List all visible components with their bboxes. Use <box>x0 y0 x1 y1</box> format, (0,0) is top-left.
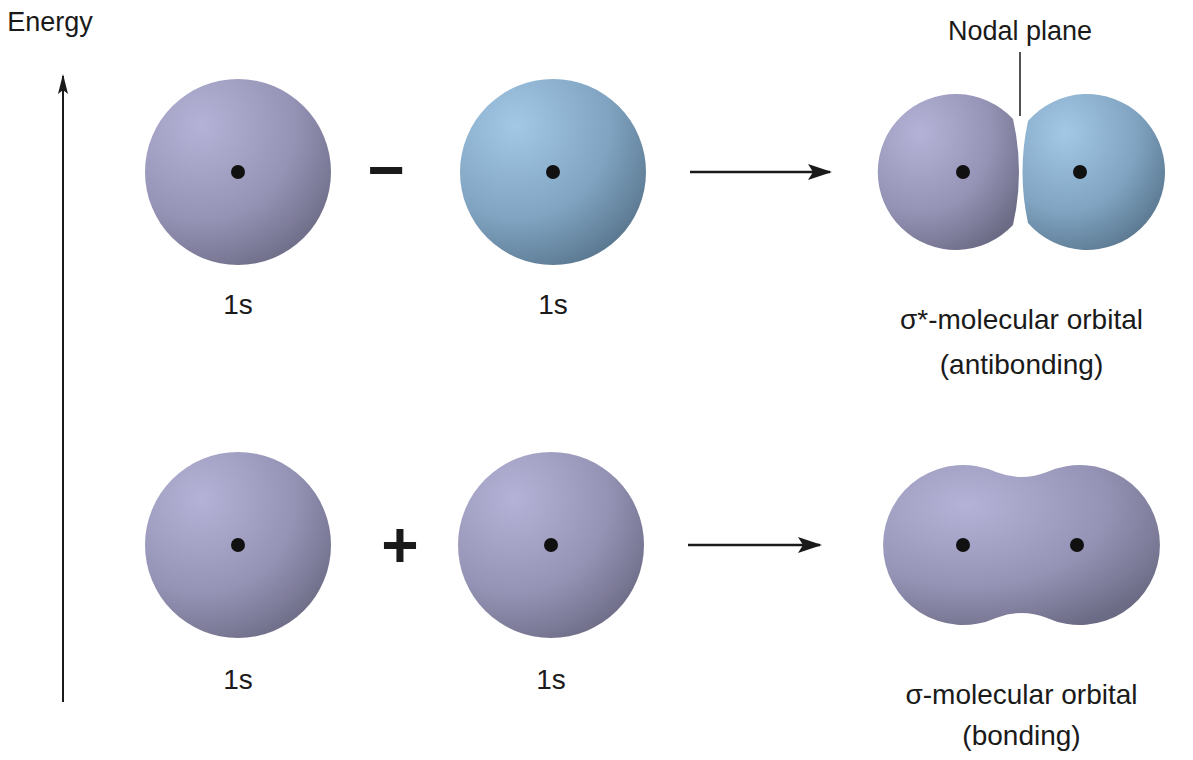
s-orbital <box>145 452 331 638</box>
leader-line <box>1019 52 1021 116</box>
nucleus-dot <box>231 538 245 552</box>
atomic-orbital: 1s <box>145 79 331 265</box>
operator-sign: + <box>381 513 418 577</box>
bonding-orbital: σ-molecular orbital(bonding) <box>866 465 1177 625</box>
orbital-label: 1s <box>536 663 566 697</box>
nucleus-dot <box>956 165 970 179</box>
nucleus-dot <box>1073 165 1087 179</box>
s-orbital <box>458 452 644 638</box>
antibonding-lobe <box>1023 94 1166 250</box>
s-orbital <box>460 79 646 265</box>
orbital-label: σ*-molecular orbital <box>900 303 1143 337</box>
orbital-type: (antibonding) <box>940 348 1103 382</box>
orbital-label: 1s <box>538 288 568 322</box>
orbital-label: 1s <box>223 663 253 697</box>
orbital-label: σ-molecular orbital <box>905 678 1137 712</box>
reaction-arrow <box>690 171 830 174</box>
antibonding-lobe <box>878 94 1019 250</box>
orbital-type: (bonding) <box>962 719 1080 753</box>
operator-sign: − <box>367 138 404 202</box>
axis-arrowhead <box>58 74 68 94</box>
axis-label: Energy <box>7 6 93 38</box>
s-orbital <box>145 79 331 265</box>
callout-label: Nodal plane <box>948 15 1092 47</box>
bonding-orbital <box>883 465 1160 625</box>
energy-axis <box>62 76 64 702</box>
orbital-label: 1s <box>223 288 253 322</box>
atomic-orbital: 1s <box>460 79 646 265</box>
atomic-orbital: 1s <box>458 452 644 638</box>
nucleus-dot <box>956 538 970 552</box>
nucleus-dot <box>1070 538 1084 552</box>
nucleus-dot <box>546 165 560 179</box>
nucleus-dot <box>231 165 245 179</box>
antibonding-orbital: σ*-molecular orbital(antibonding) <box>876 95 1167 250</box>
nucleus-dot <box>544 538 558 552</box>
reaction-arrow <box>688 544 820 547</box>
atomic-orbital: 1s <box>145 452 331 638</box>
